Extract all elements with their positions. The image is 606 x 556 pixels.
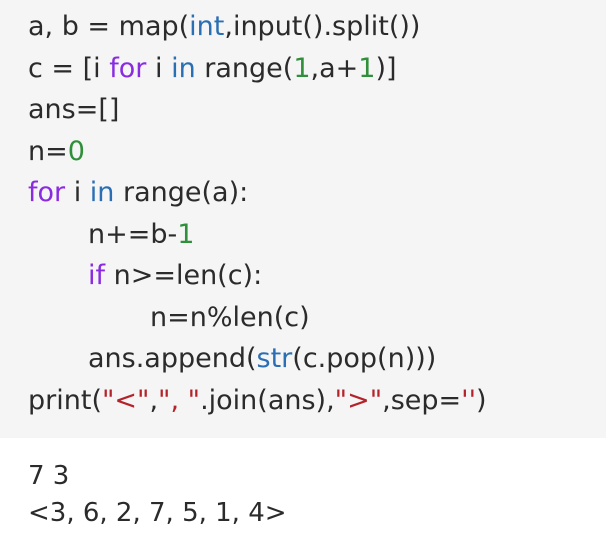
code-line: n=n%len(c) [150, 298, 310, 338]
code-line: ans=[] [28, 90, 119, 130]
code-token-default: ,a+ [310, 53, 359, 84]
code-line: a, b = map(int,input().split()) [28, 7, 420, 47]
code-token-builtin: int [189, 11, 225, 42]
code-line: ans.append(str(c.pop(n))) [88, 339, 436, 379]
output-line-input: 7 3 [28, 461, 70, 491]
code-token-default: range(a): [114, 177, 249, 208]
output-line-result: <3, 6, 2, 7, 5, 1, 4> [28, 498, 287, 528]
code-line: n=0 [28, 132, 85, 172]
code-block: a, b = map(int,input().split())c = [i fo… [28, 7, 487, 421]
code-token-number: 1 [177, 219, 195, 250]
code-token-number: 1 [358, 53, 376, 84]
code-token-default: range( [195, 53, 294, 84]
code-token-number: 0 [67, 136, 85, 167]
code-token-default: n>=len(c): [105, 260, 263, 291]
code-token-string: "<" [101, 385, 150, 416]
code-token-builtin: in [89, 177, 115, 208]
code-token-default: )] [375, 53, 397, 84]
code-token-default: c = [i [28, 53, 110, 84]
code-line: if n>=len(c): [88, 256, 262, 296]
code-line: n+=b-1 [88, 215, 194, 255]
code-token-default: n=n%len(c) [150, 302, 310, 333]
code-token-builtin: str [256, 343, 293, 374]
code-token-default: ans.append( [88, 343, 257, 374]
code-line: print("<",", ".join(ans),">",sep='') [28, 381, 487, 421]
code-line: for i in range(a): [28, 173, 248, 213]
code-token-keyword: if [88, 260, 106, 291]
code-token-default: print( [28, 385, 102, 416]
code-token-default: n= [28, 136, 68, 167]
code-token-builtin: in [171, 53, 196, 84]
code-token-default: ,sep= [382, 385, 462, 416]
code-token-default: ans=[] [28, 94, 120, 125]
code-token-default: i [146, 53, 172, 84]
code-token-string: ", " [158, 385, 201, 416]
code-token-default: ,input().split()) [224, 11, 421, 42]
code-token-default: a, b = map( [28, 11, 190, 42]
code-token-default: ) [476, 385, 487, 416]
code-token-default: n+=b- [88, 219, 178, 250]
code-token-number: 1 [293, 53, 311, 84]
code-token-keyword: for [109, 53, 147, 84]
code-token-default: i [65, 177, 90, 208]
code-token-default: , [149, 385, 159, 416]
code-token-default: (c.pop(n))) [292, 343, 437, 374]
code-line: c = [i for i in range(1,a+1)] [28, 49, 397, 89]
code-token-string: ">" [334, 385, 383, 416]
output-block: 7 3 <3, 6, 2, 7, 5, 1, 4> [0, 438, 606, 556]
code-token-default: .join(ans), [200, 385, 335, 416]
code-token-string: '' [461, 385, 477, 416]
code-token-keyword: for [28, 177, 66, 208]
